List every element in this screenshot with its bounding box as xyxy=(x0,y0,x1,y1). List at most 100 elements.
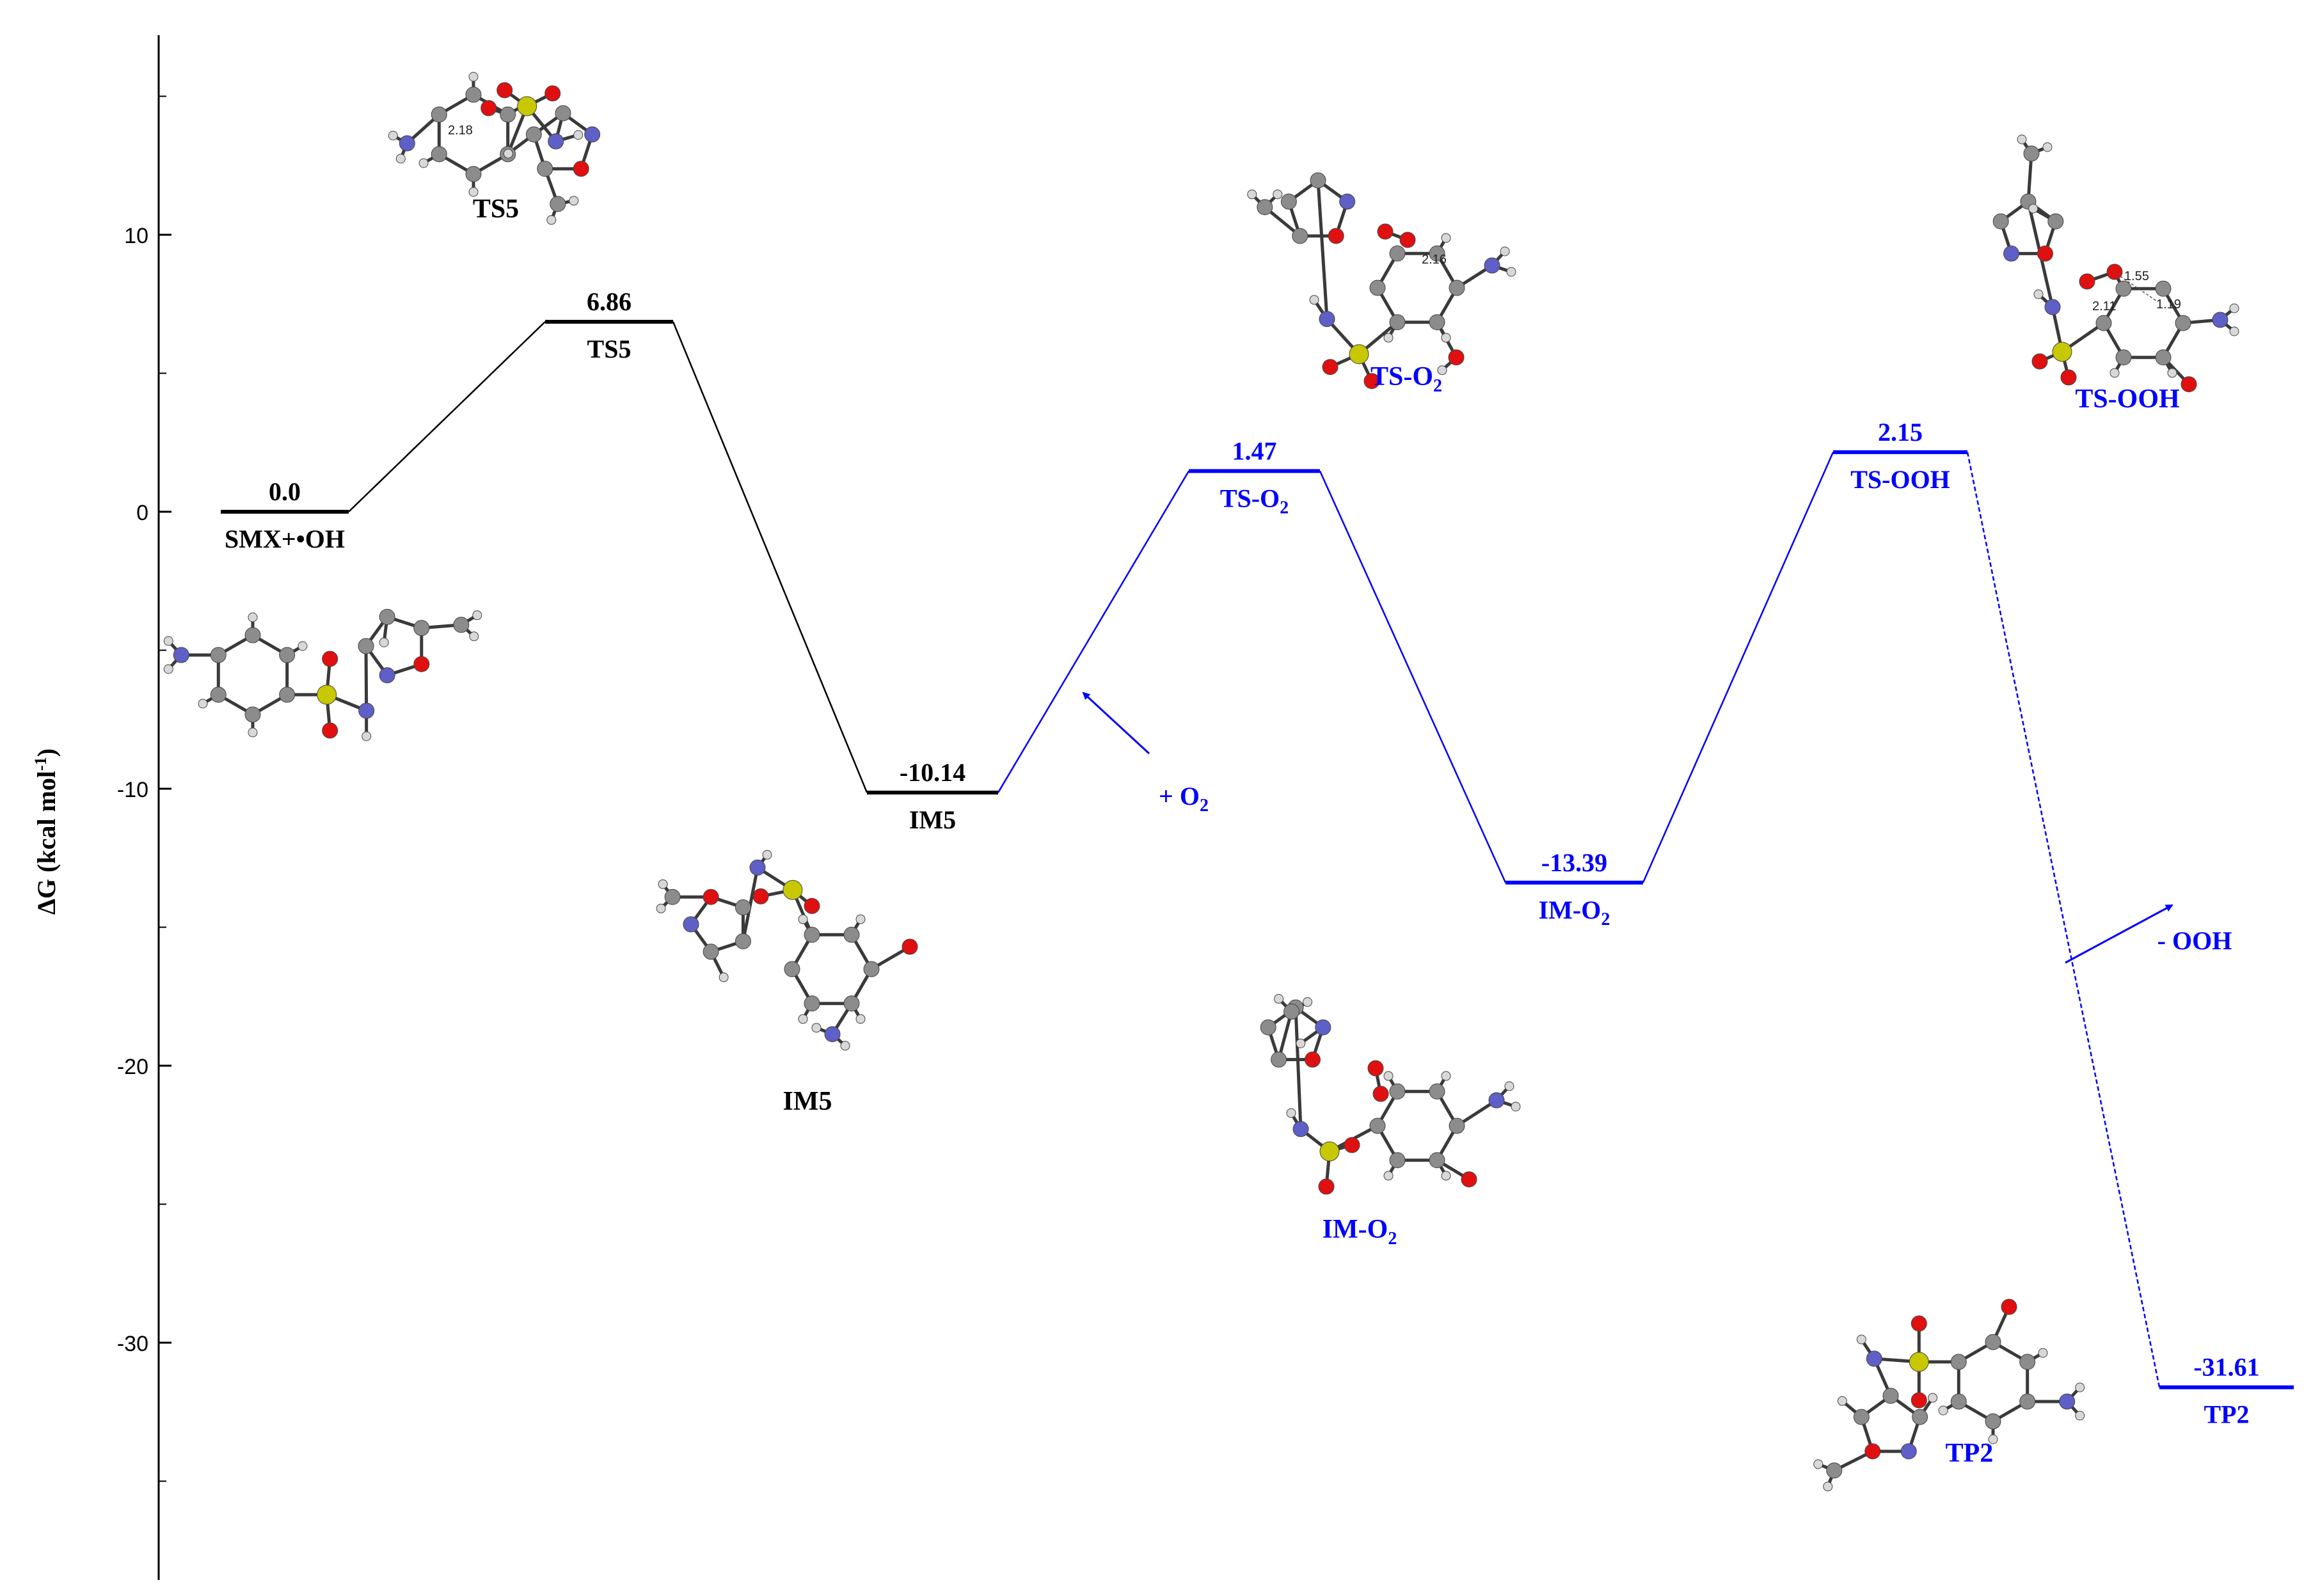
atom xyxy=(1911,1315,1927,1332)
atom xyxy=(1992,213,2009,230)
structure-TS5: 2.18 xyxy=(388,72,601,225)
structure-IM5 xyxy=(656,849,918,1051)
value-label-TS5: 6.86 xyxy=(587,287,632,316)
atom xyxy=(2175,315,2191,331)
atom xyxy=(1383,1071,1394,1081)
atom xyxy=(798,1014,808,1024)
atom xyxy=(1257,199,1273,216)
structure-caption-TSOOH: TS-OOH xyxy=(2075,384,2179,414)
atom xyxy=(2059,1393,2076,1410)
y-tick-label: -20 xyxy=(117,1055,148,1079)
connector-SMX-TS5 xyxy=(348,321,546,512)
atom xyxy=(573,130,584,140)
atom xyxy=(2038,1348,2048,1358)
structure-IMO2 xyxy=(1260,993,1521,1195)
atom xyxy=(322,722,338,739)
atom xyxy=(1369,1118,1386,1134)
atom xyxy=(1271,1051,1287,1068)
atom xyxy=(413,656,430,672)
atom xyxy=(469,631,479,642)
atom xyxy=(824,1026,841,1043)
atom xyxy=(703,944,719,960)
atom xyxy=(173,647,189,663)
atom xyxy=(735,933,751,949)
atom xyxy=(1441,233,1451,243)
state-label-TSOOH: TS-OOH xyxy=(1850,465,1950,494)
atom xyxy=(546,215,557,225)
atom xyxy=(550,196,566,212)
atom xyxy=(2017,134,2027,145)
value-label-IMO2: -13.39 xyxy=(1541,848,1607,877)
atom xyxy=(1900,1443,1917,1460)
atom xyxy=(358,638,374,654)
atom xyxy=(1928,1393,1938,1403)
atom xyxy=(1950,1393,1967,1410)
atom xyxy=(2109,368,2120,378)
atom xyxy=(863,961,880,977)
annotation-plus-o2: + O2 xyxy=(1159,782,1209,816)
atom xyxy=(1429,1083,1445,1100)
atom xyxy=(1339,193,1356,210)
atom xyxy=(2033,289,2044,299)
atom xyxy=(804,926,820,943)
atom xyxy=(762,849,772,860)
atom xyxy=(1389,1083,1406,1100)
atom xyxy=(2095,315,2112,331)
structure-caption-IMO2: IM-O2 xyxy=(1323,1215,1397,1249)
atom xyxy=(503,148,513,159)
bond xyxy=(1316,180,1329,319)
atom xyxy=(2023,145,2040,162)
atom xyxy=(749,859,766,876)
structure-TSO2: 2.16 xyxy=(1247,172,1516,390)
atom xyxy=(361,731,372,741)
atom xyxy=(656,903,666,913)
atom xyxy=(2047,213,2064,230)
atom xyxy=(1247,189,1257,200)
atom xyxy=(855,914,866,924)
atom xyxy=(840,1041,850,1051)
atom xyxy=(1319,311,1335,328)
y-tick-label: -10 xyxy=(117,778,148,802)
energy-levels xyxy=(221,319,2294,1389)
atom xyxy=(399,135,415,152)
atom xyxy=(1441,1171,1451,1181)
atom xyxy=(804,995,820,1012)
atom xyxy=(1866,1350,1882,1367)
atom xyxy=(1367,1060,1384,1077)
atom xyxy=(1826,1462,1843,1479)
value-label-SMX: 0.0 xyxy=(269,477,301,506)
structure-caption-TP2: TP2 xyxy=(1946,1439,1994,1468)
atom xyxy=(500,106,516,123)
atom xyxy=(468,72,479,82)
atom xyxy=(2037,245,2053,262)
atom xyxy=(2167,368,2177,378)
atom xyxy=(517,96,537,116)
atom xyxy=(244,627,261,644)
bond-distance-label: 1.55 xyxy=(2124,269,2149,283)
atom xyxy=(1912,1409,1928,1425)
atom xyxy=(2106,264,2123,280)
connector-TS5-IM5 xyxy=(672,321,868,793)
atom xyxy=(431,146,447,162)
atom xyxy=(497,82,513,99)
atom xyxy=(2181,376,2197,393)
bond xyxy=(1277,1011,1293,1061)
atom xyxy=(1429,245,1445,262)
atom xyxy=(395,154,406,164)
atom xyxy=(279,647,296,663)
atom xyxy=(1429,314,1445,331)
atom xyxy=(1283,1003,1300,1020)
atom xyxy=(752,888,769,905)
atom xyxy=(855,1014,866,1024)
atom xyxy=(244,706,261,723)
atom xyxy=(569,196,579,206)
atom xyxy=(1950,1354,1967,1370)
atom xyxy=(1441,333,1451,343)
atom xyxy=(1303,997,1313,1007)
state-label-TSO2: TS-O2 xyxy=(1220,484,1289,518)
atom xyxy=(2155,280,2172,297)
atom xyxy=(1449,1118,1465,1134)
atom xyxy=(453,617,470,633)
ooh-loss-arrow xyxy=(2065,904,2173,964)
